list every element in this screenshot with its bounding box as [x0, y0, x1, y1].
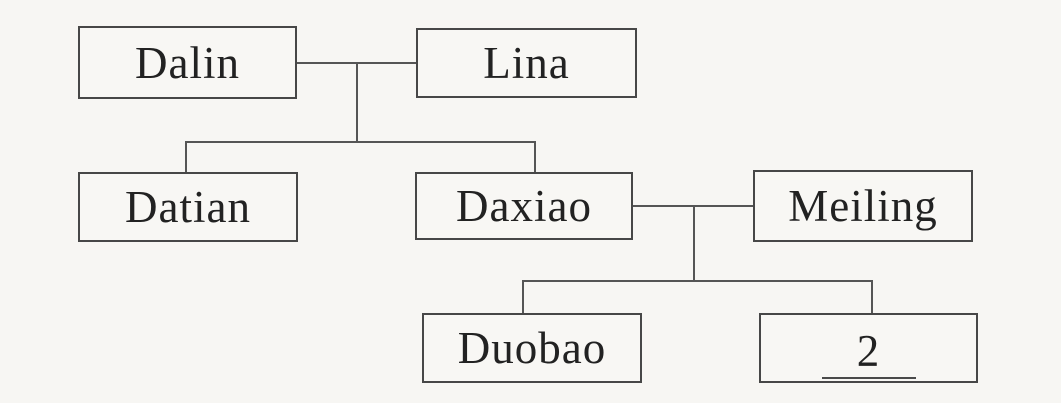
node-meiling-label: Meiling: [788, 181, 938, 231]
node-daxiao-label: Daxiao: [456, 181, 592, 231]
node-lina: Lina: [416, 28, 637, 98]
node-meiling: Meiling: [753, 170, 973, 242]
answer-blank-value: 2: [821, 329, 916, 379]
connector-drop-to-datian: [185, 141, 187, 172]
connector-drop-to-daxiao: [534, 141, 536, 172]
connector-sibling-bar-gen2: [185, 141, 536, 143]
node-datian: Datian: [78, 172, 298, 242]
node-lina-label: Lina: [483, 38, 570, 88]
connector-drop-to-blank: [871, 280, 873, 313]
connector-sibling-bar-gen3: [522, 280, 873, 282]
connector-drop-from-dalin-lina: [356, 63, 358, 143]
node-datian-label: Datian: [125, 182, 251, 232]
connector-drop-to-duobao: [522, 280, 524, 313]
node-dalin-label: Dalin: [135, 37, 240, 88]
node-answer-blank: 2: [759, 313, 978, 383]
node-duobao: Duobao: [422, 313, 642, 383]
connector-drop-from-daxiao-meiling: [693, 205, 695, 282]
node-duobao-label: Duobao: [457, 323, 607, 373]
node-dalin: Dalin: [78, 26, 297, 99]
node-daxiao: Daxiao: [415, 172, 633, 240]
